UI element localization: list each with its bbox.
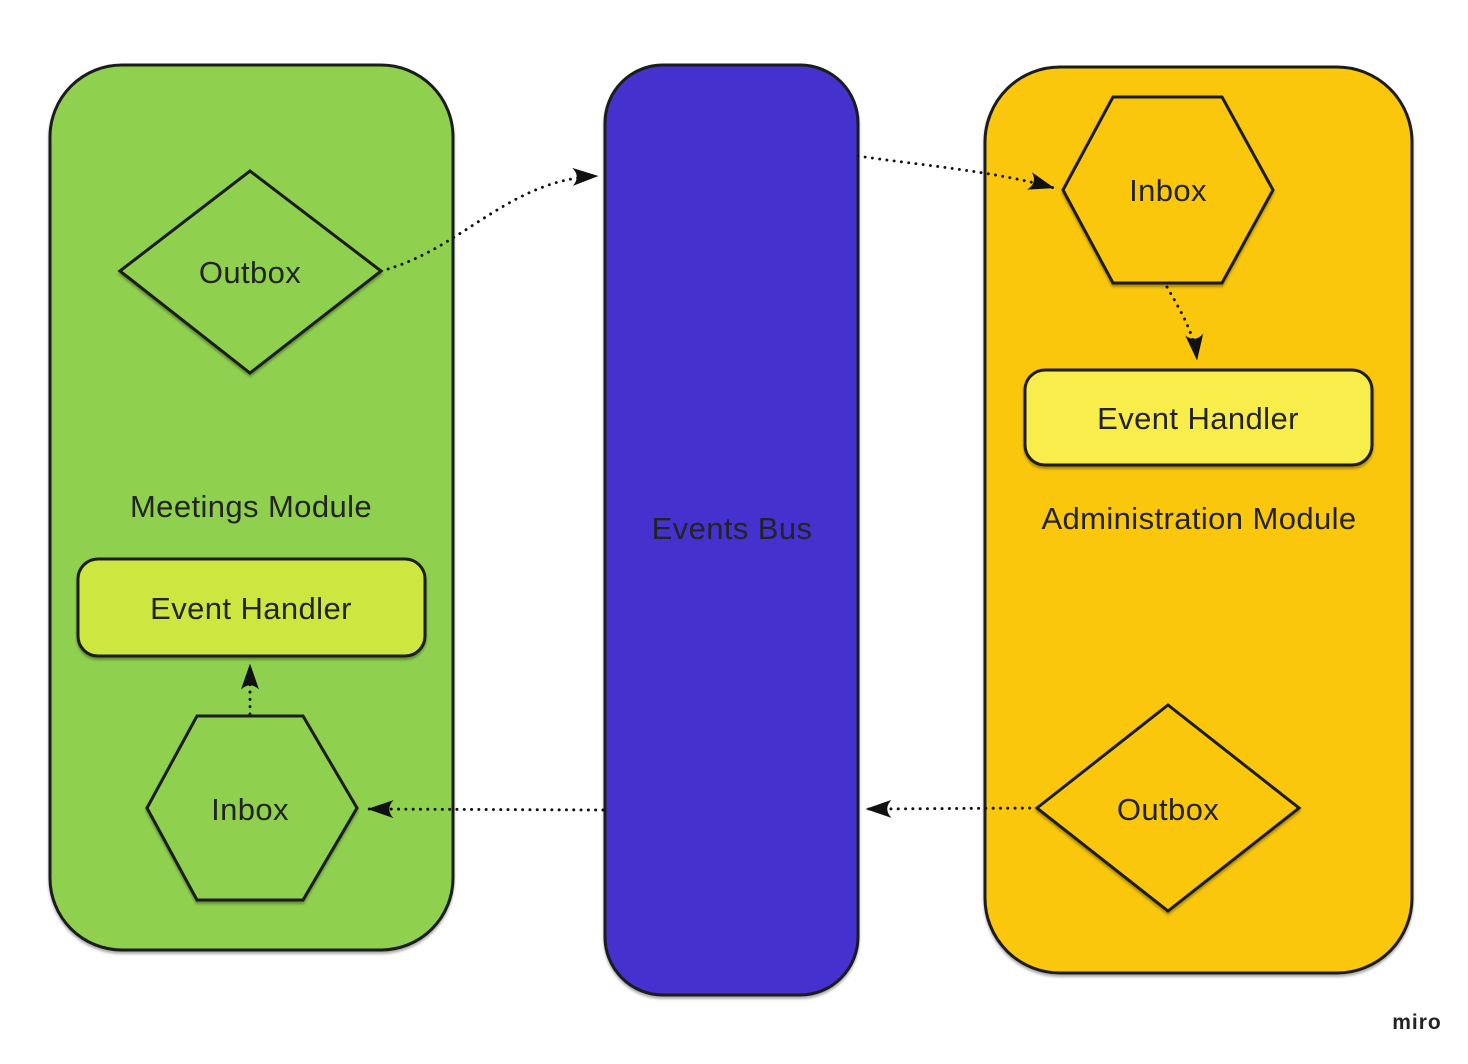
events-bus-label: Events Bus [652,511,813,546]
connector-events-bus-to-meetings-inbox[interactable] [366,800,605,819]
administration-outbox-diamond[interactable] [1034,703,1302,913]
connector-administration-inbox-to-event-handler[interactable] [1165,285,1204,362]
administration-module-label: Administration Module [1041,501,1356,536]
administration-inbox-hexagon[interactable] [1061,95,1275,285]
administration-outbox-label: Outbox [1117,792,1219,827]
connector-events-bus-to-administration-inbox[interactable] [856,154,1056,190]
meetings-event-handler-label: Event Handler [150,591,352,626]
meetings-inbox-label: Inbox [211,792,289,827]
meetings-event-handler-box[interactable] [76,557,427,658]
meetings-module-label: Meetings Module [130,489,372,524]
miro-watermark: miro [1392,1011,1442,1034]
connector-administration-outbox-to-events-bus[interactable] [864,799,1039,818]
administration-event-handler-box[interactable] [1023,368,1374,467]
meetings-outbox-label: Outbox [199,255,301,290]
meetings-outbox-diamond[interactable] [117,169,384,375]
administration-event-handler-label: Event Handler [1097,401,1299,436]
events-bus-container[interactable] [603,63,860,997]
administration-module-container[interactable] [983,65,1414,975]
administration-inbox-label: Inbox [1129,173,1207,208]
meetings-inbox-hexagon[interactable] [145,714,359,902]
